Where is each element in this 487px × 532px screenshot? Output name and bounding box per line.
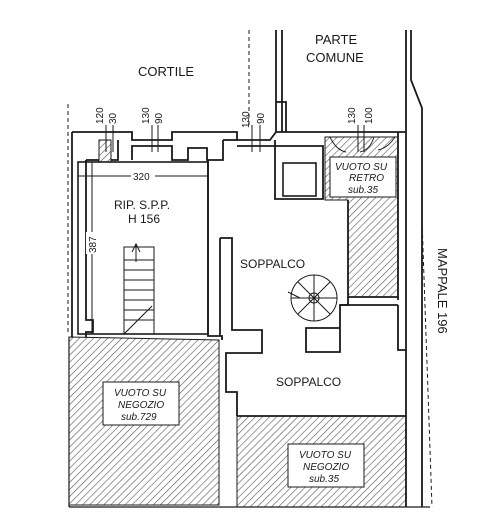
dim-30: 30 — [108, 112, 119, 124]
straight-staircase — [123, 242, 155, 335]
dim-120: 120 — [95, 107, 106, 124]
void-negozio-right-line2: NEGOZIO — [303, 462, 349, 473]
dashed-boundaries — [67, 30, 433, 508]
rip-spp-label: RIP. S.P.P. — [114, 198, 170, 212]
void-label-boxes — [102, 156, 397, 488]
void-negozio-left-line1: VUOTO SU — [114, 388, 167, 399]
dim-130-b: 130 — [241, 111, 252, 128]
dim-90-b: 90 — [256, 112, 267, 124]
walls — [68, 30, 430, 508]
void-negozio-right-label-box — [287, 443, 365, 488]
void-retro-line1: VUOTO SU — [335, 162, 388, 173]
dim-387: 387 — [88, 236, 99, 253]
parte-comune-label-line2: COMUNE — [306, 50, 364, 65]
void-negozio-right-line3: sub.35 — [309, 474, 339, 485]
dim-90-a: 90 — [154, 112, 165, 124]
void-retro-line2: RETRO — [349, 173, 384, 184]
dim-130-c: 130 — [347, 107, 358, 124]
soppalco-upper-label: SOPPALCO — [240, 257, 305, 271]
void-negozio-left-line3: sub.729 — [121, 412, 157, 423]
dim-320: 320 — [133, 172, 150, 183]
hatched-pillar-small — [98, 139, 112, 163]
void-retro-label-box — [329, 156, 397, 198]
void-negozio-right-line1: VUOTO SU — [299, 450, 352, 461]
void-negozio-left-label-box — [102, 381, 180, 426]
dimension-ticks — [77, 125, 365, 335]
parte-comune-label-line1: PARTE — [315, 32, 357, 47]
mappale-label: MAPPALE 196 — [435, 248, 450, 334]
door-swings — [329, 136, 396, 153]
dim-100: 100 — [364, 107, 375, 124]
cortile-label: CORTILE — [138, 64, 194, 79]
void-retro-line3: sub.35 — [348, 185, 378, 196]
soppalco-lower-label: SOPPALCO — [276, 375, 341, 389]
rip-height-label: H 156 — [128, 212, 160, 226]
dim-130-a: 130 — [141, 107, 152, 124]
spiral-staircase — [287, 274, 338, 322]
void-negozio-left-line2: NEGOZIO — [118, 400, 164, 411]
